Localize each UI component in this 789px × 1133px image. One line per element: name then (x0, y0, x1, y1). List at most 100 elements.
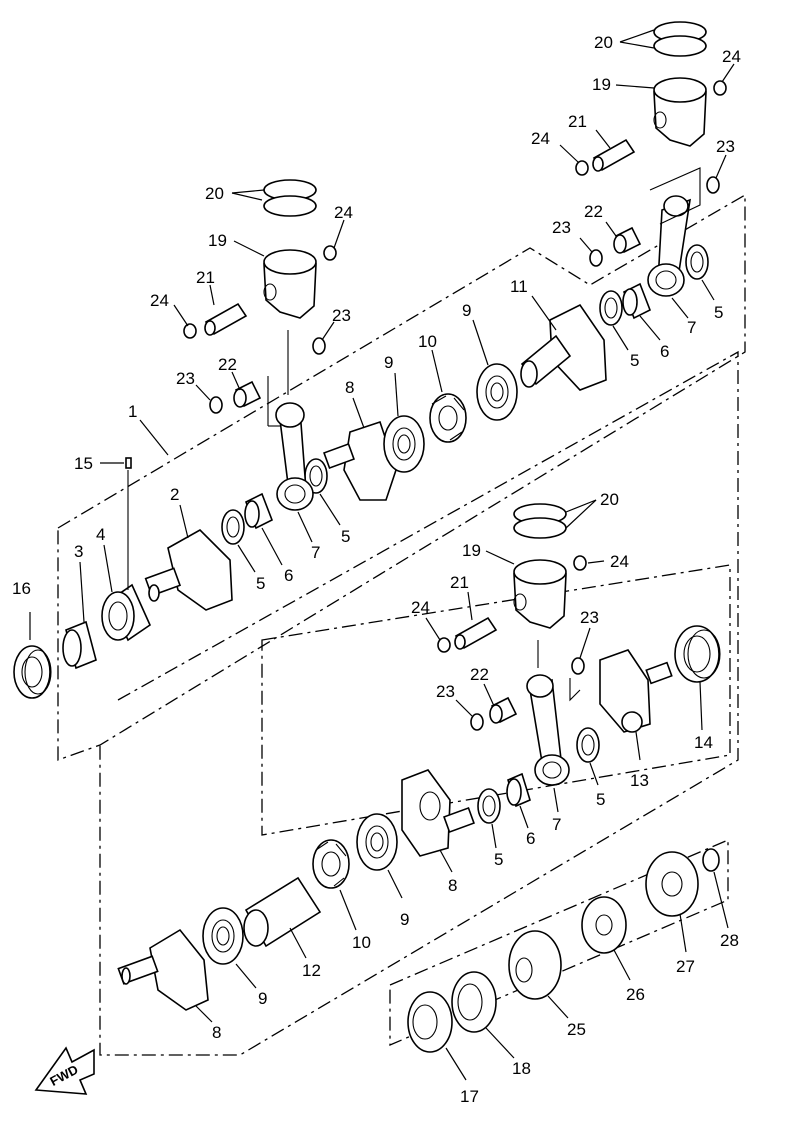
callout-23-f: 23 (436, 682, 455, 701)
part-9-ball-bearing-b (476, 363, 518, 421)
part-8-crank-web-a (323, 420, 397, 501)
callout-9-b: 9 (462, 301, 471, 320)
part-19-piston-a (263, 249, 317, 319)
part-22-small-end-bearing-b (613, 226, 642, 254)
callout-21-a: 21 (196, 268, 215, 287)
part-6-bearing-a (244, 492, 274, 530)
callout-5-e: 5 (596, 790, 605, 809)
part-23-washer-d (589, 249, 603, 267)
callout-5-a: 5 (256, 574, 265, 593)
part-10-labyrinth-seal-b (312, 839, 350, 889)
callout-23-d: 23 (552, 218, 571, 237)
part-24-circlip-d (575, 160, 589, 176)
part-19-piston-b (653, 77, 707, 147)
callout-10-b: 10 (352, 933, 371, 952)
part-23-washer-b (209, 396, 223, 414)
callout-5-c: 5 (630, 351, 639, 370)
crankshaft-assembly-outline-upper (57, 193, 746, 761)
callout-8-c: 8 (212, 1023, 221, 1042)
callout-19-b: 19 (592, 75, 611, 94)
part-23-washer-f (470, 713, 484, 731)
callout-23-e: 23 (580, 608, 599, 627)
callout-28: 28 (720, 931, 739, 950)
crank-lower-outline (389, 839, 729, 1046)
part-26-rubber-damper (581, 896, 627, 954)
part-14-oil-seal (674, 625, 721, 683)
callout-18: 18 (512, 1059, 531, 1078)
callout-14: 14 (694, 733, 713, 752)
callout-7-a: 7 (311, 543, 320, 562)
part-23-washer-a (312, 337, 326, 355)
callout-24-c: 24 (722, 47, 741, 66)
callout-10-a: 10 (418, 332, 437, 351)
piston-assembly-2 (575, 21, 727, 267)
callout-11: 11 (510, 277, 528, 296)
part-2-crank-web (144, 529, 233, 611)
callout-24-d: 24 (531, 129, 550, 148)
callout-19-c: 19 (462, 541, 481, 560)
part-5-needle-bearing-d (685, 244, 709, 280)
callout-17: 17 (460, 1087, 479, 1106)
part-12-center-shaft (243, 876, 322, 948)
part-13-crank-web (599, 649, 673, 733)
callout-6-a: 6 (284, 566, 293, 585)
callout-2: 2 (170, 485, 179, 504)
callout-9-d: 9 (258, 989, 267, 1008)
callout-8-b: 8 (448, 876, 457, 895)
callout-20-a: 20 (205, 184, 224, 203)
part-28-washer (702, 848, 720, 872)
part-20-piston-rings-b (653, 21, 707, 57)
callout-22-a: 22 (218, 355, 237, 374)
part-6-bearing-c (506, 772, 531, 808)
callout-5-d: 5 (714, 303, 723, 322)
part-20-piston-rings-c (513, 503, 567, 539)
callout-21-b: 21 (568, 112, 587, 131)
part-21-piston-pin-c (454, 616, 498, 650)
callout-20-c: 20 (600, 490, 619, 509)
callout-24-a: 24 (334, 203, 353, 222)
part-5-needle-bearing-a (221, 509, 245, 545)
part-10-labyrinth-seal-a (429, 393, 467, 443)
callout-9-a: 9 (384, 353, 393, 372)
callout-1: 1 (128, 402, 137, 421)
part-7-connecting-rod-a (275, 402, 314, 511)
callout-23-c: 23 (716, 137, 735, 156)
part-24-circlip-a (323, 245, 337, 261)
part-23-washer-c (706, 176, 720, 194)
callout-15: 15 (74, 454, 93, 473)
callout-7-b: 7 (687, 318, 696, 337)
fwd-arrow-icon: FWD (34, 1046, 95, 1095)
callout-24-e: 24 (610, 552, 629, 571)
part-20-piston-rings-a (263, 179, 317, 217)
piston-assembly-1 (183, 179, 337, 427)
part-18-spacer (451, 971, 497, 1033)
callout-8-a: 8 (345, 378, 354, 397)
part-3-bushing (62, 620, 97, 670)
part-5-needle-bearing-e (576, 727, 600, 763)
part-25-coupler-hub (508, 930, 562, 1000)
part-5-needle-bearing-c (599, 290, 623, 326)
callout-22-c: 22 (470, 665, 489, 684)
part-7-connecting-rod-b (647, 195, 691, 297)
callout-25: 25 (567, 1020, 586, 1039)
part-8-crank-web-b (401, 769, 475, 857)
part-23-washer-e (571, 657, 585, 675)
part-27-coupler (645, 851, 699, 917)
callout-20-b: 20 (594, 33, 613, 52)
part-24-circlip-b (183, 323, 197, 339)
callout-16: 16 (12, 579, 31, 598)
callout-19-a: 19 (208, 231, 227, 250)
callout-24-b: 24 (150, 291, 169, 310)
part-9-ball-bearing-a (383, 415, 425, 473)
callout-27: 27 (676, 957, 695, 976)
callout-13: 13 (630, 771, 649, 790)
callout-4: 4 (96, 525, 105, 544)
part-21-piston-pin-b (592, 138, 636, 172)
callout-6-b: 6 (660, 342, 669, 361)
callout-23-b: 23 (176, 369, 195, 388)
part-5-needle-bearing-f (477, 788, 501, 824)
callout-9-c: 9 (400, 910, 409, 929)
callout-26: 26 (626, 985, 645, 1004)
